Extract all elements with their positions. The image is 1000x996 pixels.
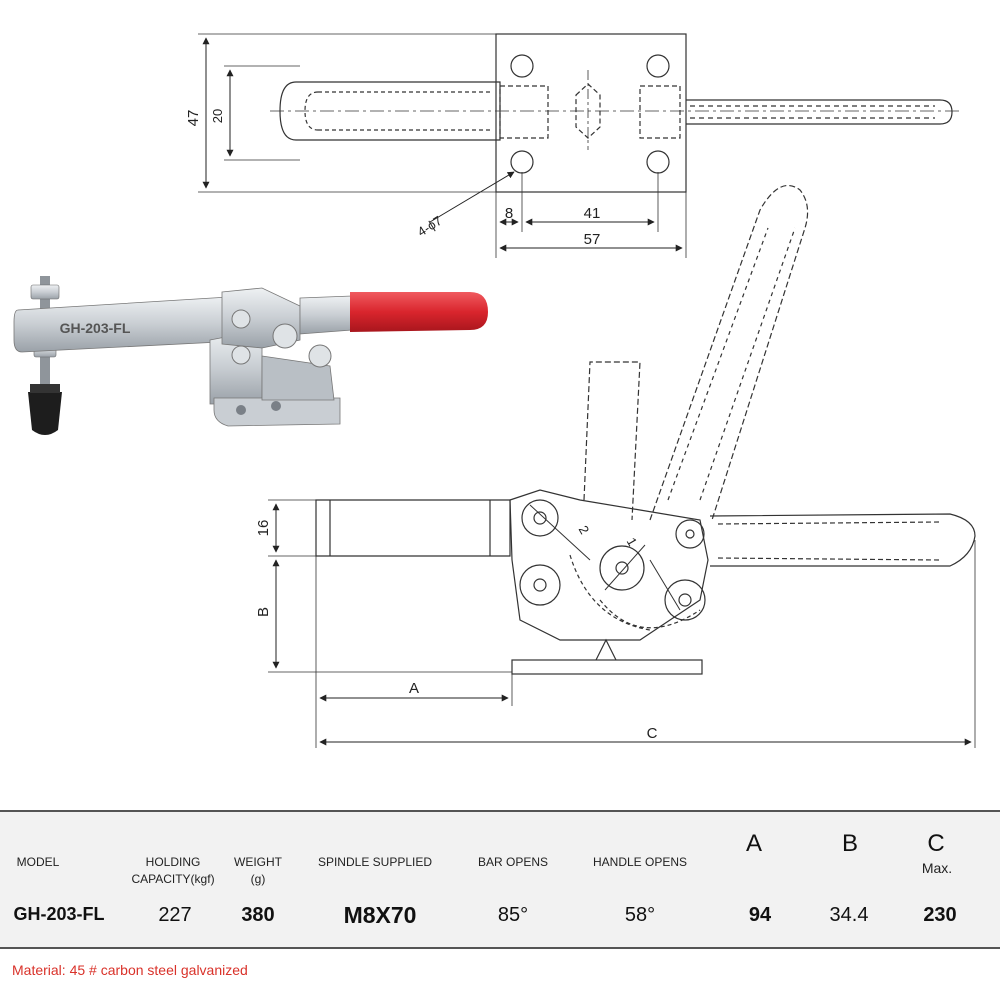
red-handle-grip: [350, 292, 488, 332]
handle: [686, 99, 953, 125]
top-view-dimensions: [202, 37, 683, 252]
top-view-drawing: [198, 33, 960, 258]
cell-bar-opens: 85°: [497, 904, 529, 926]
header-c: C: [927, 830, 945, 857]
dim-20: 20: [210, 109, 225, 123]
side-view-drawing: [268, 185, 976, 748]
pivot: [675, 519, 705, 549]
handle-open: [649, 185, 809, 521]
dim-c: C: [647, 725, 658, 742]
header-a: A: [745, 830, 762, 857]
dim-47: 47: [185, 110, 202, 127]
technical-drawings: 47 20 8 41 57 4-ϕ7 GH-203-FL: [13, 33, 976, 748]
cell-c: 230: [923, 904, 957, 926]
material-note: Material: 45 # carbon steel galvanized: [12, 962, 248, 978]
handle-closed: [709, 513, 976, 567]
spec-table: MODEL HOLDING CAPACITY(kgf) WEIGHT (g) S…: [0, 810, 1000, 949]
cell-spindle: M8X70: [343, 902, 417, 928]
cell-holding: 227: [158, 904, 192, 926]
header-model: MODEL: [16, 855, 60, 869]
mount-hole: [510, 54, 534, 78]
pivot: [519, 564, 561, 606]
pivot: [599, 545, 645, 591]
dim-57: 57: [584, 231, 601, 248]
bar-open: [583, 361, 641, 521]
dim-8: 8: [505, 205, 513, 222]
header-handle-opens: HANDLE OPENS: [592, 855, 688, 869]
mount-hole: [510, 150, 534, 174]
photo-model-label: GH-203-FL: [60, 320, 131, 336]
rubber-tip: [28, 392, 62, 435]
clamp-bar: [279, 81, 501, 141]
dim-a: A: [409, 680, 419, 697]
dim-41: 41: [584, 205, 601, 222]
side-view-dimensions: [272, 503, 972, 746]
dim-16: 16: [255, 520, 272, 537]
base-plate: [495, 33, 687, 193]
cell-b: 34.4: [829, 904, 869, 926]
pivot-label-2: 2: [576, 523, 593, 537]
cell-model: GH-203-FL: [13, 904, 105, 924]
pivot-label-1: 1: [624, 535, 641, 549]
mount-hole: [646, 54, 670, 78]
product-photo: [13, 276, 488, 435]
header-bar-opens: BAR OPENS: [477, 855, 549, 869]
cell-handle-opens: 58°: [624, 904, 656, 926]
header-c-max: Max.: [921, 860, 953, 876]
dim-b: B: [255, 607, 272, 617]
hole-callout: 4-ϕ7: [415, 213, 445, 240]
pivot: [664, 579, 706, 621]
cell-a: 94: [748, 904, 772, 926]
header-b: B: [841, 830, 858, 857]
cell-weight: 380: [241, 904, 275, 926]
header-holding: HOLDING CAPACITY(kgf): [131, 855, 215, 886]
header-spindle: SPINDLE SUPPLIED: [317, 855, 433, 869]
clamp-arm: [13, 295, 259, 353]
header-weight: WEIGHT (g): [234, 855, 282, 886]
pivot: [521, 499, 559, 537]
mount-hole: [646, 150, 670, 174]
